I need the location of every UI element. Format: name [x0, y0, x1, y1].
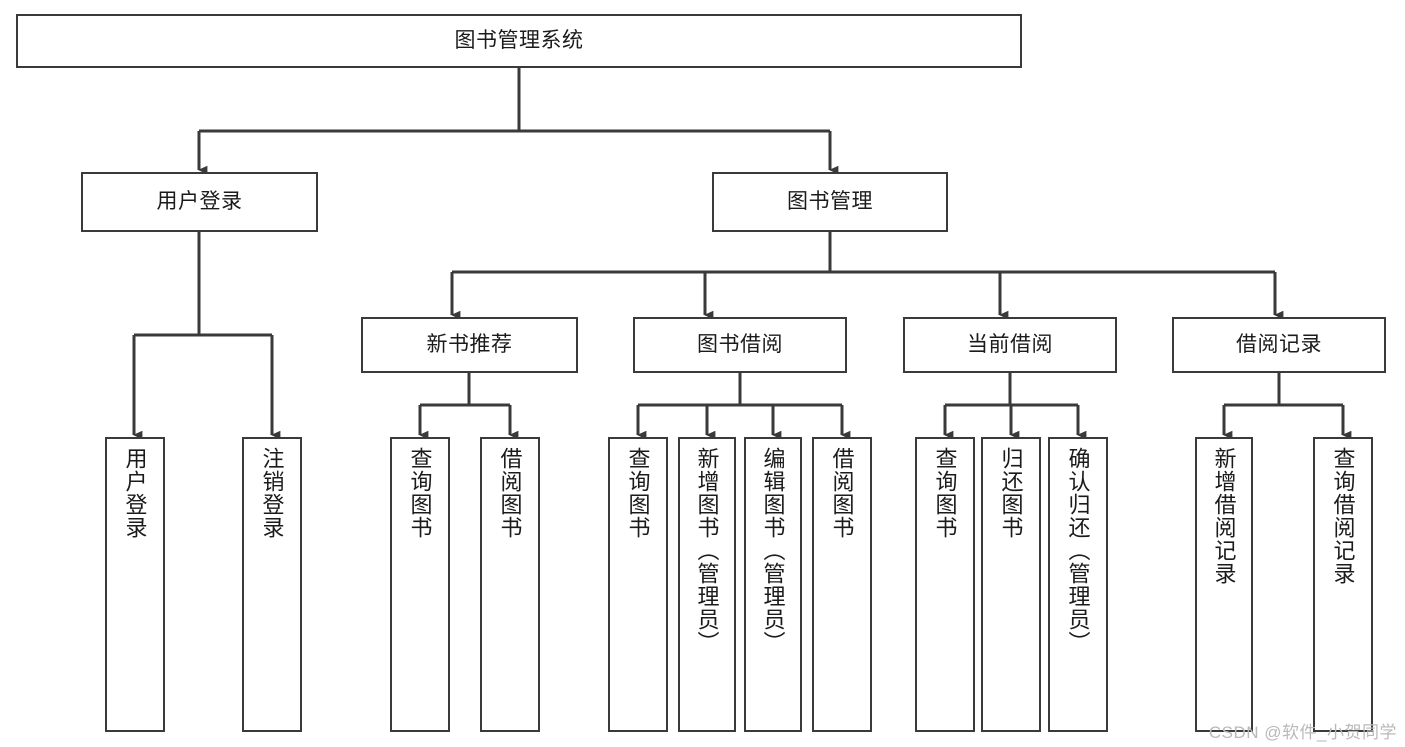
node-label: 归还图书 — [998, 447, 1024, 539]
leaf-borrow-book-borrow[interactable]: 借阅图书 — [812, 437, 872, 732]
leaf-query-book-current[interactable]: 查询图书 — [915, 437, 975, 732]
node-label: 用户登录 — [156, 190, 243, 214]
leaf-query-book-new-book[interactable]: 查询图书 — [390, 437, 450, 732]
node-label: 编辑图书（管理员） — [760, 447, 786, 654]
leaf-add-book-admin[interactable]: 新增图书（管理员） — [678, 437, 736, 732]
node-label: 借阅图书 — [497, 447, 523, 539]
node-label: 新书推荐 — [426, 333, 513, 357]
node-label: 图书借阅 — [697, 333, 783, 357]
csdn-watermark: CSDN @软件_小贺同学 — [1208, 723, 1397, 742]
node-label: 查询图书 — [932, 447, 958, 539]
leaf-edit-book-admin[interactable]: 编辑图书（管理员） — [744, 437, 802, 732]
leaf-query-book-borrow[interactable]: 查询图书 — [608, 437, 668, 732]
node-label: 用户登录 — [122, 447, 148, 539]
node-current-borrowing[interactable]: 当前借阅 — [903, 317, 1117, 373]
node-label: 图书管理系统 — [454, 29, 584, 53]
node-label: 查询图书 — [407, 447, 433, 539]
node-label: 查询图书 — [625, 447, 651, 539]
node-root-book-management-system[interactable]: 图书管理系统 — [16, 14, 1022, 68]
node-label: 当前借阅 — [967, 333, 1053, 357]
leaf-return-book[interactable]: 归还图书 — [981, 437, 1041, 732]
node-label: 确认归还（管理员） — [1065, 447, 1091, 654]
node-label: 借阅记录 — [1236, 333, 1322, 357]
leaf-query-borrow-record[interactable]: 查询借阅记录 — [1313, 437, 1373, 732]
node-user-login[interactable]: 用户登录 — [81, 172, 318, 232]
leaf-add-borrow-record[interactable]: 新增借阅记录 — [1195, 437, 1253, 732]
node-label: 新增图书（管理员） — [694, 447, 720, 654]
leaf-user-login[interactable]: 用户登录 — [105, 437, 165, 732]
node-new-book-recommendation[interactable]: 新书推荐 — [361, 317, 578, 373]
node-label: 查询借阅记录 — [1330, 447, 1356, 585]
leaf-borrow-book-new-book[interactable]: 借阅图书 — [480, 437, 540, 732]
node-book-borrowing[interactable]: 图书借阅 — [633, 317, 847, 373]
node-label: 新增借阅记录 — [1211, 447, 1237, 585]
node-label: 借阅图书 — [829, 447, 855, 539]
node-label: 注销登录 — [259, 447, 285, 539]
node-label: 图书管理 — [787, 190, 873, 214]
node-book-management[interactable]: 图书管理 — [712, 172, 948, 232]
node-borrowing-record[interactable]: 借阅记录 — [1172, 317, 1386, 373]
leaf-logout[interactable]: 注销登录 — [242, 437, 302, 732]
leaf-confirm-return-admin[interactable]: 确认归还（管理员） — [1048, 437, 1108, 732]
